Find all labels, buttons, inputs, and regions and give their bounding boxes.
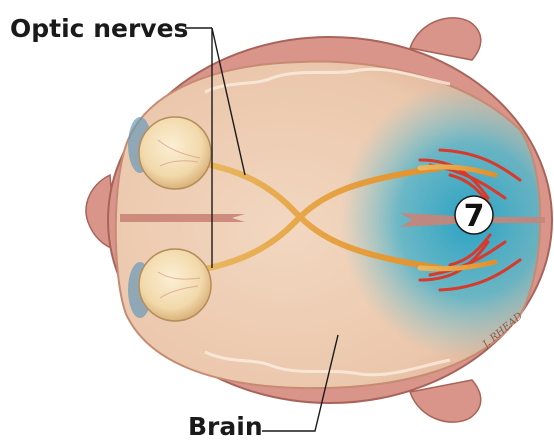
optic-nerves-label: Optic nerves — [10, 14, 188, 43]
brain-label: Brain — [188, 412, 263, 440]
fissure-front — [120, 214, 245, 222]
visual-area-marker: 7 — [455, 196, 493, 234]
visual-area-number: 7 — [464, 199, 485, 234]
